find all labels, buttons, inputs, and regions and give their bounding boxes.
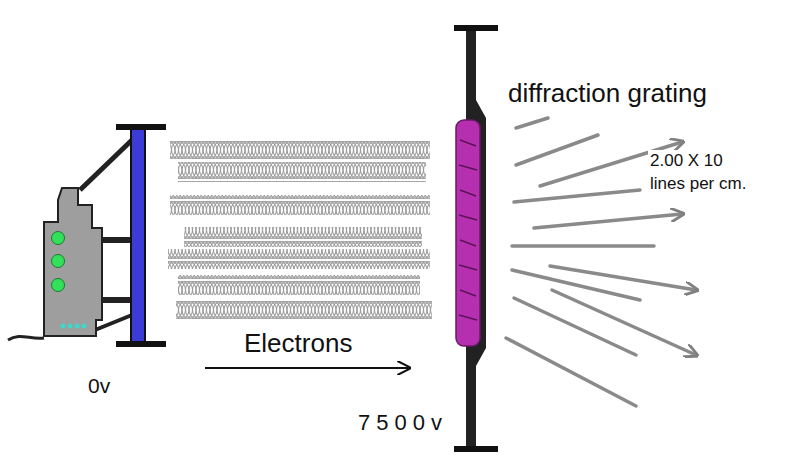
support-strut <box>80 140 132 190</box>
indicator-dot <box>61 324 66 329</box>
ray <box>512 270 640 300</box>
plate-cap <box>116 341 166 347</box>
direction-arrow <box>205 367 410 369</box>
electron-beam <box>184 227 422 247</box>
frame-cap <box>454 446 498 452</box>
indicator-dot <box>68 324 73 329</box>
gun-housing <box>44 188 102 336</box>
electron-beam <box>178 162 426 182</box>
ray <box>514 190 640 202</box>
power-cord <box>8 336 44 340</box>
grating-spec: 2.00 X 10 lines per cm. <box>648 150 764 196</box>
ray <box>516 135 598 165</box>
beam-label: Electrons <box>242 326 354 361</box>
support-strut <box>100 297 132 303</box>
ray-arrow <box>550 266 696 290</box>
frame-cap <box>454 25 498 31</box>
grating-lines <box>459 140 477 320</box>
electron-beam <box>170 195 430 215</box>
ray-arrow <box>552 290 696 355</box>
cathode-plate <box>131 128 145 342</box>
ray <box>514 298 636 355</box>
voltage-label: 7500v <box>356 408 450 438</box>
indicator-light <box>52 255 65 268</box>
grating-film <box>456 120 480 346</box>
ray <box>506 338 636 406</box>
ray-arrow <box>534 214 682 228</box>
indicator-dot <box>82 324 87 329</box>
ray <box>512 244 654 248</box>
component-label: diffraction grating <box>506 76 709 111</box>
indicator-dot <box>75 324 80 329</box>
voltage-label: 0v <box>86 372 112 400</box>
electron-beam <box>170 140 430 160</box>
electron-beams <box>168 140 432 320</box>
electron-beam <box>178 275 420 295</box>
electron-beam <box>168 249 430 269</box>
indicator-light <box>52 232 65 245</box>
plate-cap <box>116 124 166 130</box>
indicator-light <box>52 279 65 292</box>
electron-beam <box>176 300 432 320</box>
diffraction-grating <box>454 28 498 449</box>
ray <box>516 118 548 128</box>
electron-gun <box>8 127 166 344</box>
support-strut <box>100 237 132 243</box>
